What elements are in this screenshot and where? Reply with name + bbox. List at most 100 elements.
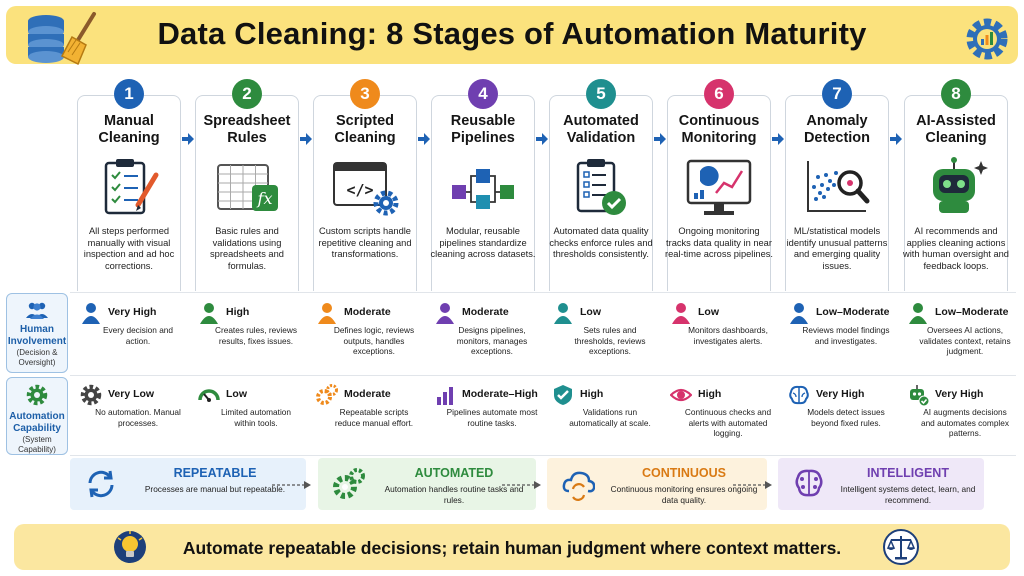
arrow-right-icon xyxy=(890,133,902,145)
human-involvement-level: High xyxy=(226,306,250,318)
gauge-icon xyxy=(198,389,220,402)
maturity-level-description: Processes are manual but repeatable. xyxy=(144,484,286,494)
dashed-arrow-icon xyxy=(272,481,311,489)
pipeline-blocks-icon xyxy=(452,169,514,209)
person-icon xyxy=(790,303,808,324)
automation-capability-level: High xyxy=(698,388,722,400)
page-title: Data Cleaning: 8 Stages of Automation Ma… xyxy=(157,16,867,51)
svg-text:</>: </> xyxy=(346,181,373,199)
clipboard-check-icon xyxy=(576,159,626,215)
person-icon xyxy=(200,303,218,324)
footer-banner: Automate repeatable decisions; retain hu… xyxy=(14,524,1010,570)
arrow-right-icon xyxy=(418,133,430,145)
dashed-arrow-icon xyxy=(733,481,772,489)
cloud-sync-icon xyxy=(562,471,595,501)
human-involvement-level: Low–Moderate xyxy=(935,306,1009,318)
gears-icon xyxy=(316,384,338,405)
person-icon xyxy=(672,303,690,324)
maturity-level-description: Intelligent systems detect, learn, and r… xyxy=(840,484,976,505)
stage-description: Custom scripts handle repetitive cleanin… xyxy=(318,226,412,259)
stage-description: Basic rules and validations using spread… xyxy=(210,226,284,271)
gear-icon xyxy=(80,384,102,406)
svg-text:fx: fx xyxy=(257,189,273,208)
maturity-level-title: CONTINUOUS xyxy=(641,466,727,480)
automation-capability-level: Moderate–High xyxy=(462,388,538,400)
stage-number-badge: 2 xyxy=(232,79,262,109)
human-involvement-description: Oversees AI actions, validates context, … xyxy=(919,325,1011,356)
spreadsheet-fx-icon: fx xyxy=(217,164,278,211)
human-involvement-description: Sets rules and thresholds, reviews excep… xyxy=(574,325,646,356)
automation-capability-description: AI augments decisions and automates comp… xyxy=(920,407,1010,438)
maturity-level-title: INTELLIGENT xyxy=(867,466,949,480)
clipboard-pencil-icon xyxy=(104,159,159,215)
human-involvement-level: Low–Moderate xyxy=(816,306,890,318)
stage-description: Automated data quality checks enforce ru… xyxy=(549,226,653,259)
automation-capability-description: Limited automation within tools. xyxy=(220,407,292,428)
cycle-arrows-icon xyxy=(88,470,114,498)
person-icon xyxy=(82,303,100,324)
row-label-automation-capability: Automation Capability (System Capability… xyxy=(6,377,68,455)
stage-description: Modular, reusable pipelines standardize … xyxy=(430,226,536,259)
eye-icon xyxy=(670,388,692,402)
stage-number-badge: 4 xyxy=(468,79,498,109)
stage-number-badge: 1 xyxy=(114,79,144,109)
monitor-chart-icon xyxy=(686,159,752,215)
code-window-gear-icon: </> xyxy=(333,162,399,216)
human-involvement-description: Every decision and action. xyxy=(102,325,174,346)
human-involvement-level: Low xyxy=(698,306,719,318)
stage-title: Manual Cleaning xyxy=(98,113,160,146)
stage-title: Scripted Cleaning xyxy=(334,113,396,146)
human-involvement-level: Moderate xyxy=(462,306,509,318)
automation-capability-level: Moderate xyxy=(344,388,391,400)
arrow-right-icon xyxy=(536,133,548,145)
stage-number-badge: 6 xyxy=(704,79,734,109)
dashed-arrow-icon xyxy=(502,481,541,489)
stage-title: Automated Validation xyxy=(563,113,639,146)
human-involvement-level: Very High xyxy=(108,306,157,318)
arrow-right-icon xyxy=(300,133,312,145)
automation-capability-level: Very High xyxy=(816,388,865,400)
gear-icon xyxy=(26,384,48,406)
stage-title: AI-Assisted Cleaning xyxy=(916,113,996,146)
maturity-level-title: REPEATABLE xyxy=(173,466,257,480)
automation-capability-level: High xyxy=(580,388,604,400)
arrow-right-icon xyxy=(772,133,784,145)
maturity-level-continuous: CONTINUOUS Continuous monitoring ensures … xyxy=(547,458,767,510)
automation-capability-level: Very High xyxy=(935,388,984,400)
automation-capability-description: Pipelines automate most routine tasks. xyxy=(446,407,538,428)
footer-message: Automate repeatable decisions; retain hu… xyxy=(182,538,842,558)
stage-number-badge: 8 xyxy=(941,79,971,109)
human-involvement-description: Designs pipelines, monitors, manages exc… xyxy=(456,325,528,356)
stage-description: All steps performed manually with visual… xyxy=(83,226,175,271)
stage-title: Continuous Monitoring xyxy=(678,113,760,146)
robot-icon xyxy=(933,157,988,213)
stage-number-badge: 7 xyxy=(822,79,852,109)
shield-check-icon xyxy=(554,385,572,405)
maturity-level-intelligent: INTELLIGENT Intelligent systems detect, l… xyxy=(778,458,984,510)
stage-title: Reusable Pipelines xyxy=(450,113,516,146)
human-involvement-description: Defines logic, reviews outputs, handles … xyxy=(333,325,415,356)
human-involvement-description: Creates rules, reviews results, fixes is… xyxy=(214,325,298,346)
title-banner: Data Cleaning: 8 Stages of Automation Ma… xyxy=(6,6,1018,66)
human-involvement-description: Monitors dashboards, investigates alerts… xyxy=(688,325,768,346)
row-label-human-involvement: Human Involvement (Decision & Oversight) xyxy=(6,293,68,373)
person-icon xyxy=(318,303,336,324)
human-involvement-sublabel: (Decision & Oversight) xyxy=(16,348,58,367)
automation-capability-label: Automation Capability xyxy=(9,411,65,434)
stage-description: AI recommends and applies cleaning actio… xyxy=(903,226,1009,271)
stage-title: Spreadsheet Rules xyxy=(203,113,291,146)
automation-capability-description: Repeatable scripts reduce manual effort. xyxy=(334,407,414,428)
automation-capability-description: Continuous checks and alerts with automa… xyxy=(684,407,772,438)
human-involvement-level: Moderate xyxy=(344,306,391,318)
person-icon xyxy=(554,303,572,324)
row-divider-top xyxy=(70,292,1016,293)
brain-circuit-icon xyxy=(795,469,823,497)
person-icon xyxy=(909,303,927,324)
maturity-level-description: Continuous monitoring ensures ongoing da… xyxy=(610,484,758,505)
automation-capability-description: Models detect issues beyond fixed rules. xyxy=(807,407,885,428)
arrow-right-icon xyxy=(654,133,666,145)
stage-description: ML/statistical models identify unusual p… xyxy=(786,226,888,271)
stage-number-badge: 5 xyxy=(586,79,616,109)
bar-chart-icon xyxy=(437,387,453,405)
human-involvement-description: Reviews model findings and investigates. xyxy=(802,325,890,346)
